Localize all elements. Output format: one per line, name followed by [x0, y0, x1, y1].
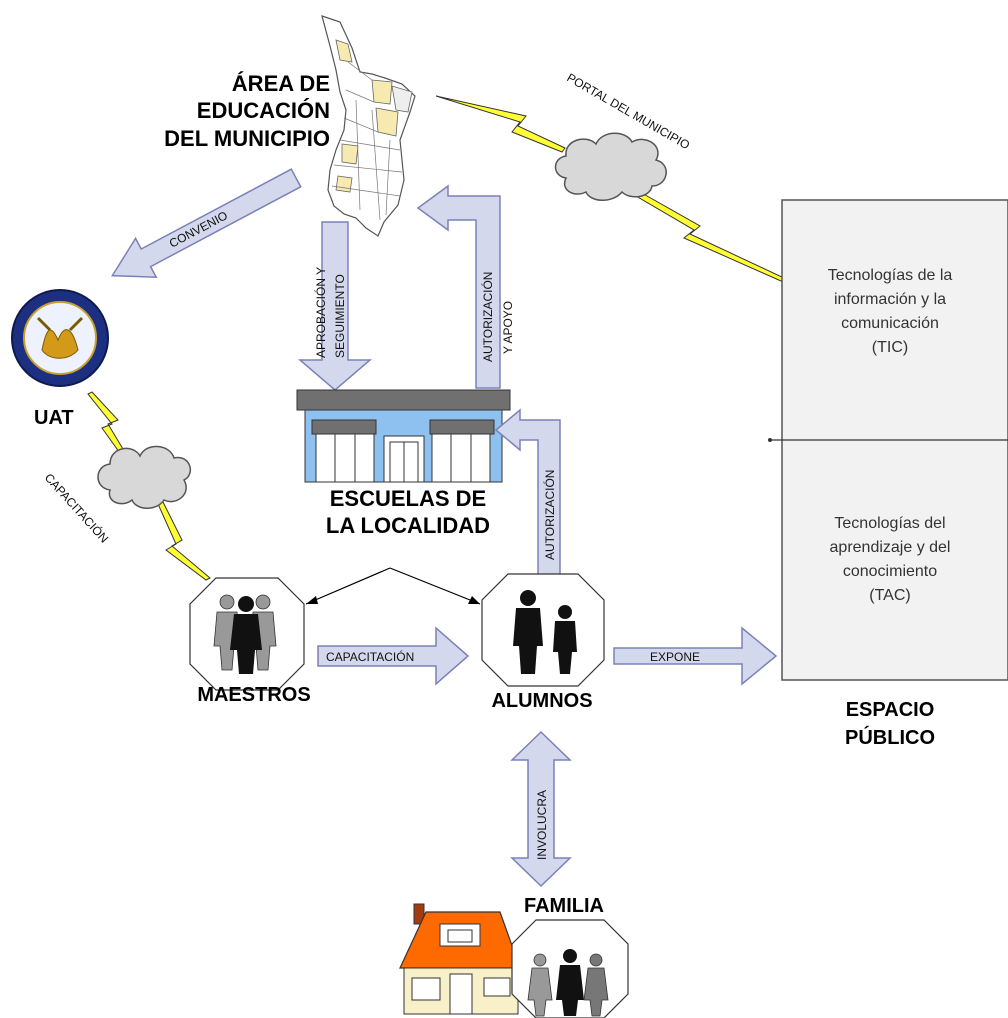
area-title-line3: DEL MUNICIPIO — [164, 126, 330, 151]
familia-label: FAMILIA — [524, 895, 604, 917]
aprobacion-arrow — [297, 221, 373, 391]
capacitacion-cloud — [97, 445, 192, 509]
house-icon — [399, 903, 521, 1015]
family-group-icon — [511, 919, 629, 1018]
autorizacion-label: AUTORIZACIÓN — [542, 470, 557, 560]
tic-line4: (TIC) — [872, 339, 908, 356]
connector-arrowhead-alumnos — [468, 596, 480, 604]
students-pair-icon — [481, 573, 605, 687]
tac-line4: (TAC) — [869, 587, 910, 604]
tic-line3: comunicación — [841, 315, 939, 332]
maestros-label: MAESTROS — [197, 684, 310, 706]
capacitacion-bolt-lower — [157, 499, 211, 581]
teachers-group-icon — [189, 577, 305, 691]
expone-arrow — [613, 626, 778, 686]
aprobacion-label-line2: SEGUIMIENTO — [333, 274, 347, 358]
aprobacion-label-line1: APROBACIÓN Y — [313, 267, 328, 358]
university-seal-icon — [11, 289, 109, 387]
school-building-icon — [296, 389, 511, 483]
convenio-arrow — [111, 168, 302, 279]
autorizacion-apoyo-arrow — [416, 184, 501, 389]
connector-to-maestros — [305, 567, 391, 605]
tac-line2: aprendizaje y del — [830, 539, 951, 556]
state-map-icon — [321, 15, 416, 237]
uat-label: UAT — [34, 407, 74, 429]
escuelas-title-line2: LA LOCALIDAD — [326, 513, 490, 538]
connector-arrowhead-maestros — [306, 596, 318, 604]
area-title-line1: ÁREA DE — [232, 71, 330, 96]
expone-label: EXPONE — [650, 650, 700, 664]
autorizacion-apoyo-label-line2: Y APOYO — [501, 301, 515, 354]
tac-line3: conocimiento — [843, 563, 937, 580]
involucra-label: INVOLUCRA — [535, 790, 549, 860]
espacio-title-line1: ESPACIO — [846, 699, 935, 721]
capacitacion-bolt-upper — [87, 391, 127, 457]
tic-line2: información y la — [834, 291, 946, 308]
portal-cloud — [554, 132, 667, 201]
autorizacion-apoyo-label-line1: AUTORIZACIÓN — [480, 272, 495, 362]
tic-line1: Tecnologías de la — [828, 267, 953, 284]
portal-bolt — [435, 95, 566, 153]
capacitacion-arrow — [317, 626, 470, 686]
alumnos-label: ALUMNOS — [491, 690, 592, 712]
connector-to-alumnos — [389, 567, 481, 605]
autorizacion-arrow — [494, 408, 561, 581]
involucra-arrow — [510, 730, 572, 888]
escuelas-title-line1: ESCUELAS DE — [330, 486, 486, 511]
capacitacion-arrow-label: CAPACITACIÓN — [326, 649, 414, 664]
divider-dot — [768, 438, 772, 442]
tac-line1: Tecnologías del — [834, 515, 945, 532]
portal-bolt-lower — [635, 191, 785, 282]
area-title-line2: EDUCACIÓN — [197, 98, 330, 123]
espacio-title-line2: PÚBLICO — [845, 725, 935, 749]
